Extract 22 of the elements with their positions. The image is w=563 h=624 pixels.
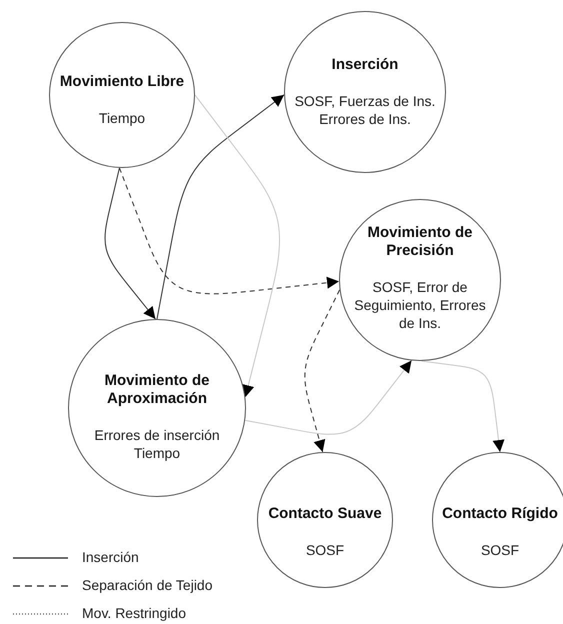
arrow [420,360,504,452]
state-details: Tiempo [98,109,146,127]
arrow [156,94,285,320]
state-title: Contacto Suave [267,505,383,523]
legend-label: Inserción [82,549,139,565]
state-title: Movimiento de Precisión [366,224,474,260]
arrow [104,167,156,320]
state-title: Inserción [330,56,400,74]
arrow [244,360,412,435]
state-details: SOSF, Fuerzas de Ins. Errores de Ins. [294,92,436,128]
state-title: Movimiento Libre [58,73,186,91]
legend-label: Mov. Restringido [82,605,186,621]
state-title: Contacto Rígido [441,505,559,523]
state-details: SOSF, Error de Seguimiento, Errores de Ins. [353,278,487,332]
legend-label: Separación de Tejido [82,577,213,593]
arrow [118,167,340,294]
state-details: SOSF [480,541,520,559]
state-title: Movimiento de Aproximación [103,372,210,408]
state-details: Errores de inserción Tiempo [93,426,221,462]
state-details: SOSF [304,541,346,559]
arrow [304,289,340,453]
arrow [194,94,280,398]
